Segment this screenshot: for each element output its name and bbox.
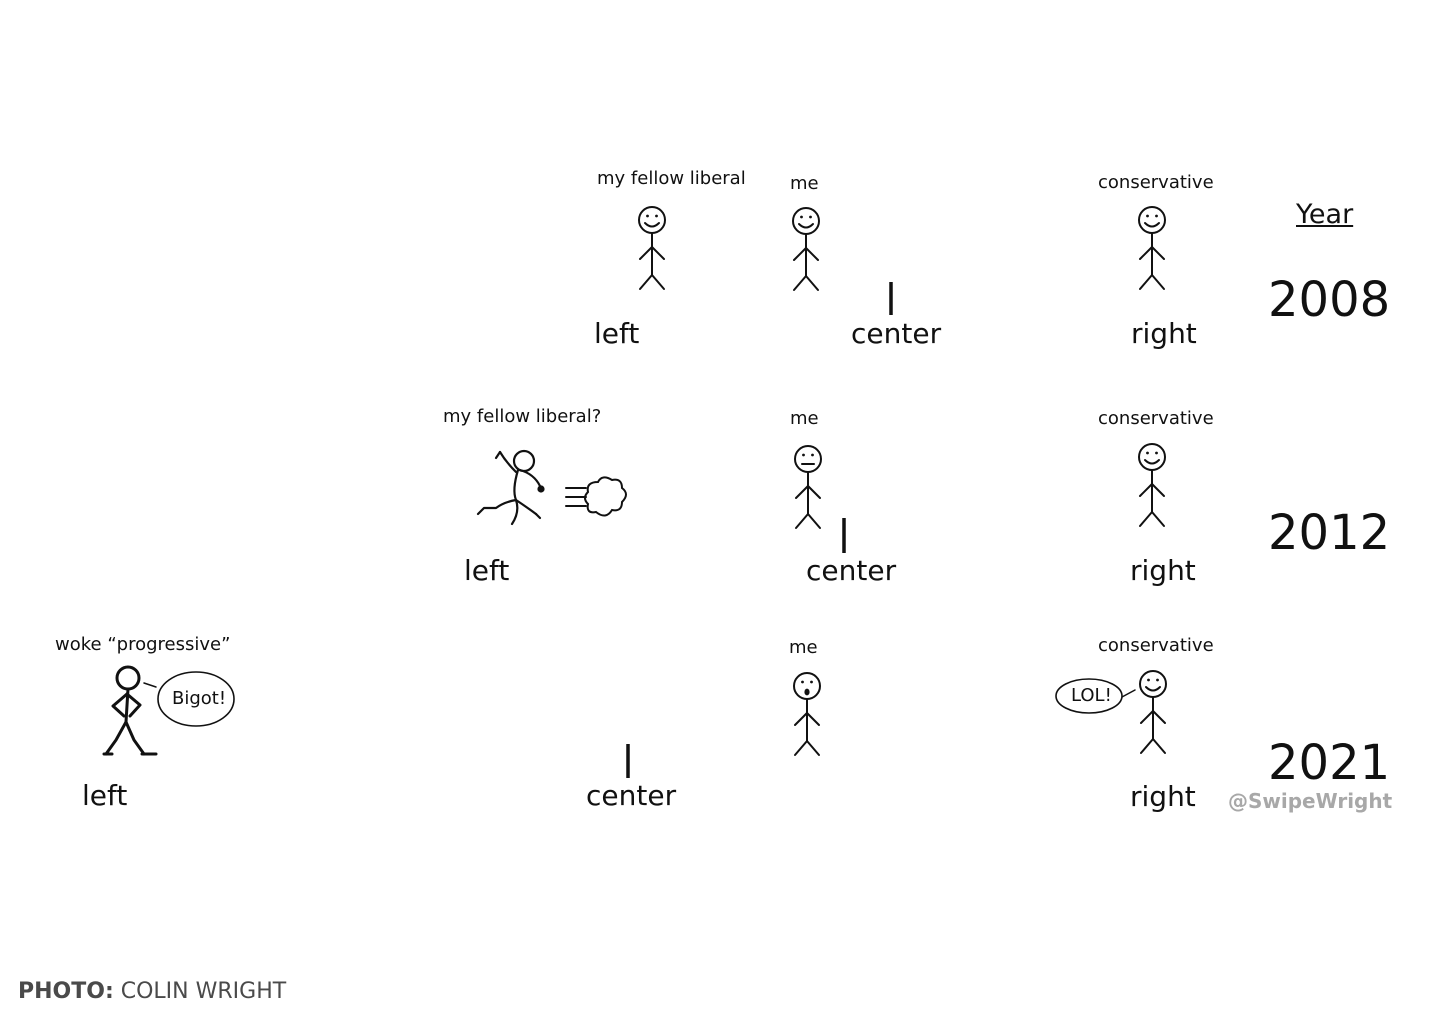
photo-credit-name: COLIN WRIGHT	[120, 979, 287, 1004]
figure-label-me-2012: me	[790, 408, 819, 429]
figure-label-liberal-2012: my fellow liberal?	[443, 406, 602, 427]
author-handle-watermark: @SwipeWright	[1228, 789, 1393, 813]
speech-text-bigot: Bigot!	[172, 688, 227, 709]
year-column-header: Year	[1296, 199, 1354, 230]
dust-cloud-icon	[565, 476, 627, 517]
year-2012: 2012	[1268, 505, 1391, 561]
stick-figure-conservative-2021	[1121, 670, 1167, 754]
stick-figure-liberal-2008	[638, 206, 666, 290]
year-2008: 2008	[1268, 272, 1391, 328]
speech-bubble-bigot	[157, 671, 235, 727]
figure-label-conservative-2012: conservative	[1098, 408, 1214, 429]
axis-right-label-2021: right	[1130, 780, 1196, 813]
stick-figure-me-2021	[793, 672, 821, 756]
figure-label-conservative-2008: conservative	[1098, 172, 1214, 193]
axis-right-label-2012: right	[1130, 554, 1196, 587]
axis-center-label-2008: center	[851, 317, 942, 350]
axis-2008	[593, 282, 1186, 315]
axis-center-label-2021: center	[586, 779, 677, 812]
axis-2012	[462, 518, 1186, 553]
stick-figure-me-2012	[794, 445, 822, 529]
axis-right-label-2008: right	[1131, 317, 1197, 350]
axis-center-label-2012: center	[806, 554, 897, 587]
stick-figure-conservative-2008	[1138, 206, 1166, 290]
axis-left-label-2008: left	[594, 317, 640, 350]
figure-label-me-2008: me	[790, 173, 819, 194]
figure-label-liberal-2008: my fellow liberal	[597, 168, 746, 189]
figure-label-conservative-2021: conservative	[1098, 635, 1214, 656]
axis-left-label-2021: left	[82, 779, 128, 812]
axis-left-label-2012: left	[464, 554, 510, 587]
photo-credit: PHOTO: COLIN WRIGHT	[18, 981, 286, 1003]
photo-credit-prefix: PHOTO:	[18, 979, 114, 1004]
year-2021: 2021	[1268, 735, 1391, 791]
stick-figure-me-2008	[792, 207, 820, 291]
running-figure-liberal-2012	[476, 449, 545, 526]
stick-figure-progressive-2021	[102, 665, 158, 756]
figure-label-progressive-2021: woke “progressive”	[55, 634, 231, 655]
speech-text-lol: LOL!	[1071, 685, 1112, 706]
speech-bubble-lol	[1055, 678, 1123, 714]
figure-label-me-2021: me	[789, 637, 818, 658]
stick-figure-conservative-2012	[1138, 443, 1166, 527]
axis-2021	[81, 744, 1186, 778]
